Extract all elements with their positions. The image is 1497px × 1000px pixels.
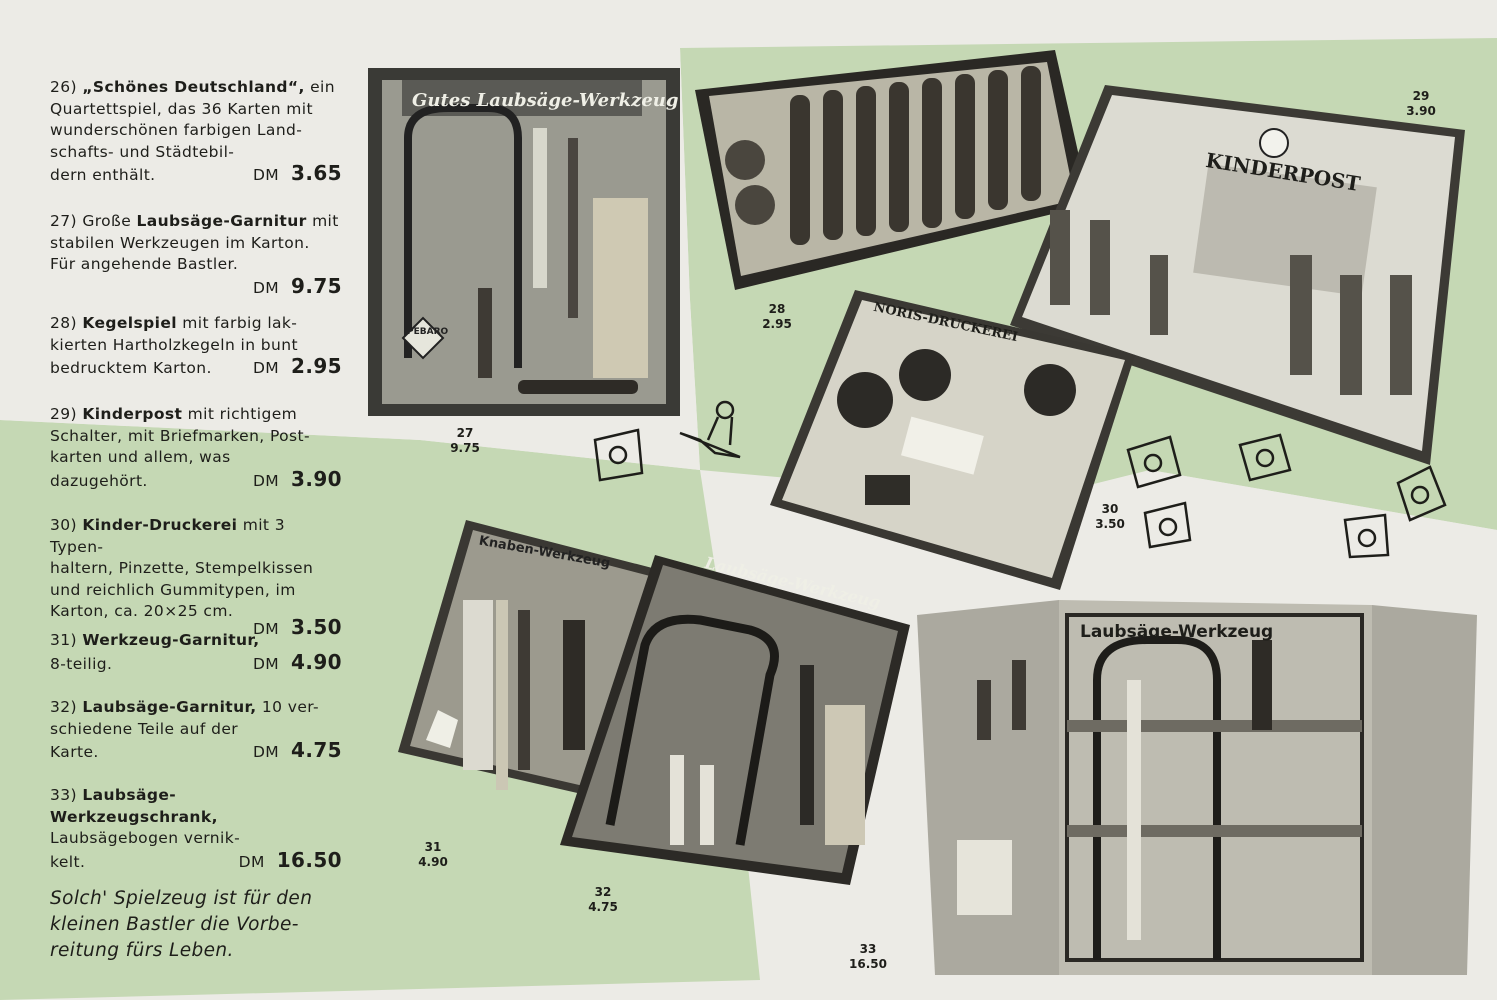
photo-werkzeugschrank xyxy=(917,600,1477,975)
label-laubsaege-33: Laubsäge-Werkzeug xyxy=(1080,622,1274,642)
price-32: 4.75 xyxy=(291,738,342,762)
entry-26: 26) „Schönes Deutschland“, ein Quartetts… xyxy=(50,78,342,185)
slogan: Solch' Spielzeug ist für den kleinen Bas… xyxy=(50,888,313,961)
photo-laubsaege-27 xyxy=(368,68,680,416)
price-27: 9.75 xyxy=(291,273,342,298)
entry-30: 30) Kinder-Druckerei mit 3 Typen- halter… xyxy=(50,516,342,639)
price-33: 16.50 xyxy=(276,847,342,872)
entry-28: 28) Kegelspiel mit farbig lak- kierten H… xyxy=(50,314,342,378)
entry-32: 32) Laubsäge-Garnitur, 10 ver- schiedene… xyxy=(50,698,342,762)
price-28: 2.95 xyxy=(291,354,342,378)
label-pebaro: PEBARO xyxy=(407,327,449,337)
price-30: 3.50 xyxy=(291,614,342,639)
photo-laubsaege-32 xyxy=(560,555,910,885)
photo-druckerei xyxy=(770,290,1135,590)
entry-29: 29) Kinderpost mit richtigem Schalter, m… xyxy=(50,405,342,491)
entry-33: 33) Laubsäge-Werkzeugschrank, Laubsägebo… xyxy=(50,786,342,872)
photo-kegelspiel xyxy=(695,50,1090,290)
price-26: 3.65 xyxy=(291,161,342,185)
photo-knaben-werkzeug xyxy=(398,520,660,800)
label-laubsaege-27: Gutes Laubsäge-Werkzeug xyxy=(412,90,679,111)
photo-kinderpost xyxy=(1010,85,1465,465)
price-31: 4.90 xyxy=(291,649,342,674)
decorative-stamps xyxy=(593,400,1447,559)
entry-27: 27) Große Laubsäge-Garnitur mit stabilen… xyxy=(50,212,342,298)
price-29: 3.90 xyxy=(291,466,342,491)
